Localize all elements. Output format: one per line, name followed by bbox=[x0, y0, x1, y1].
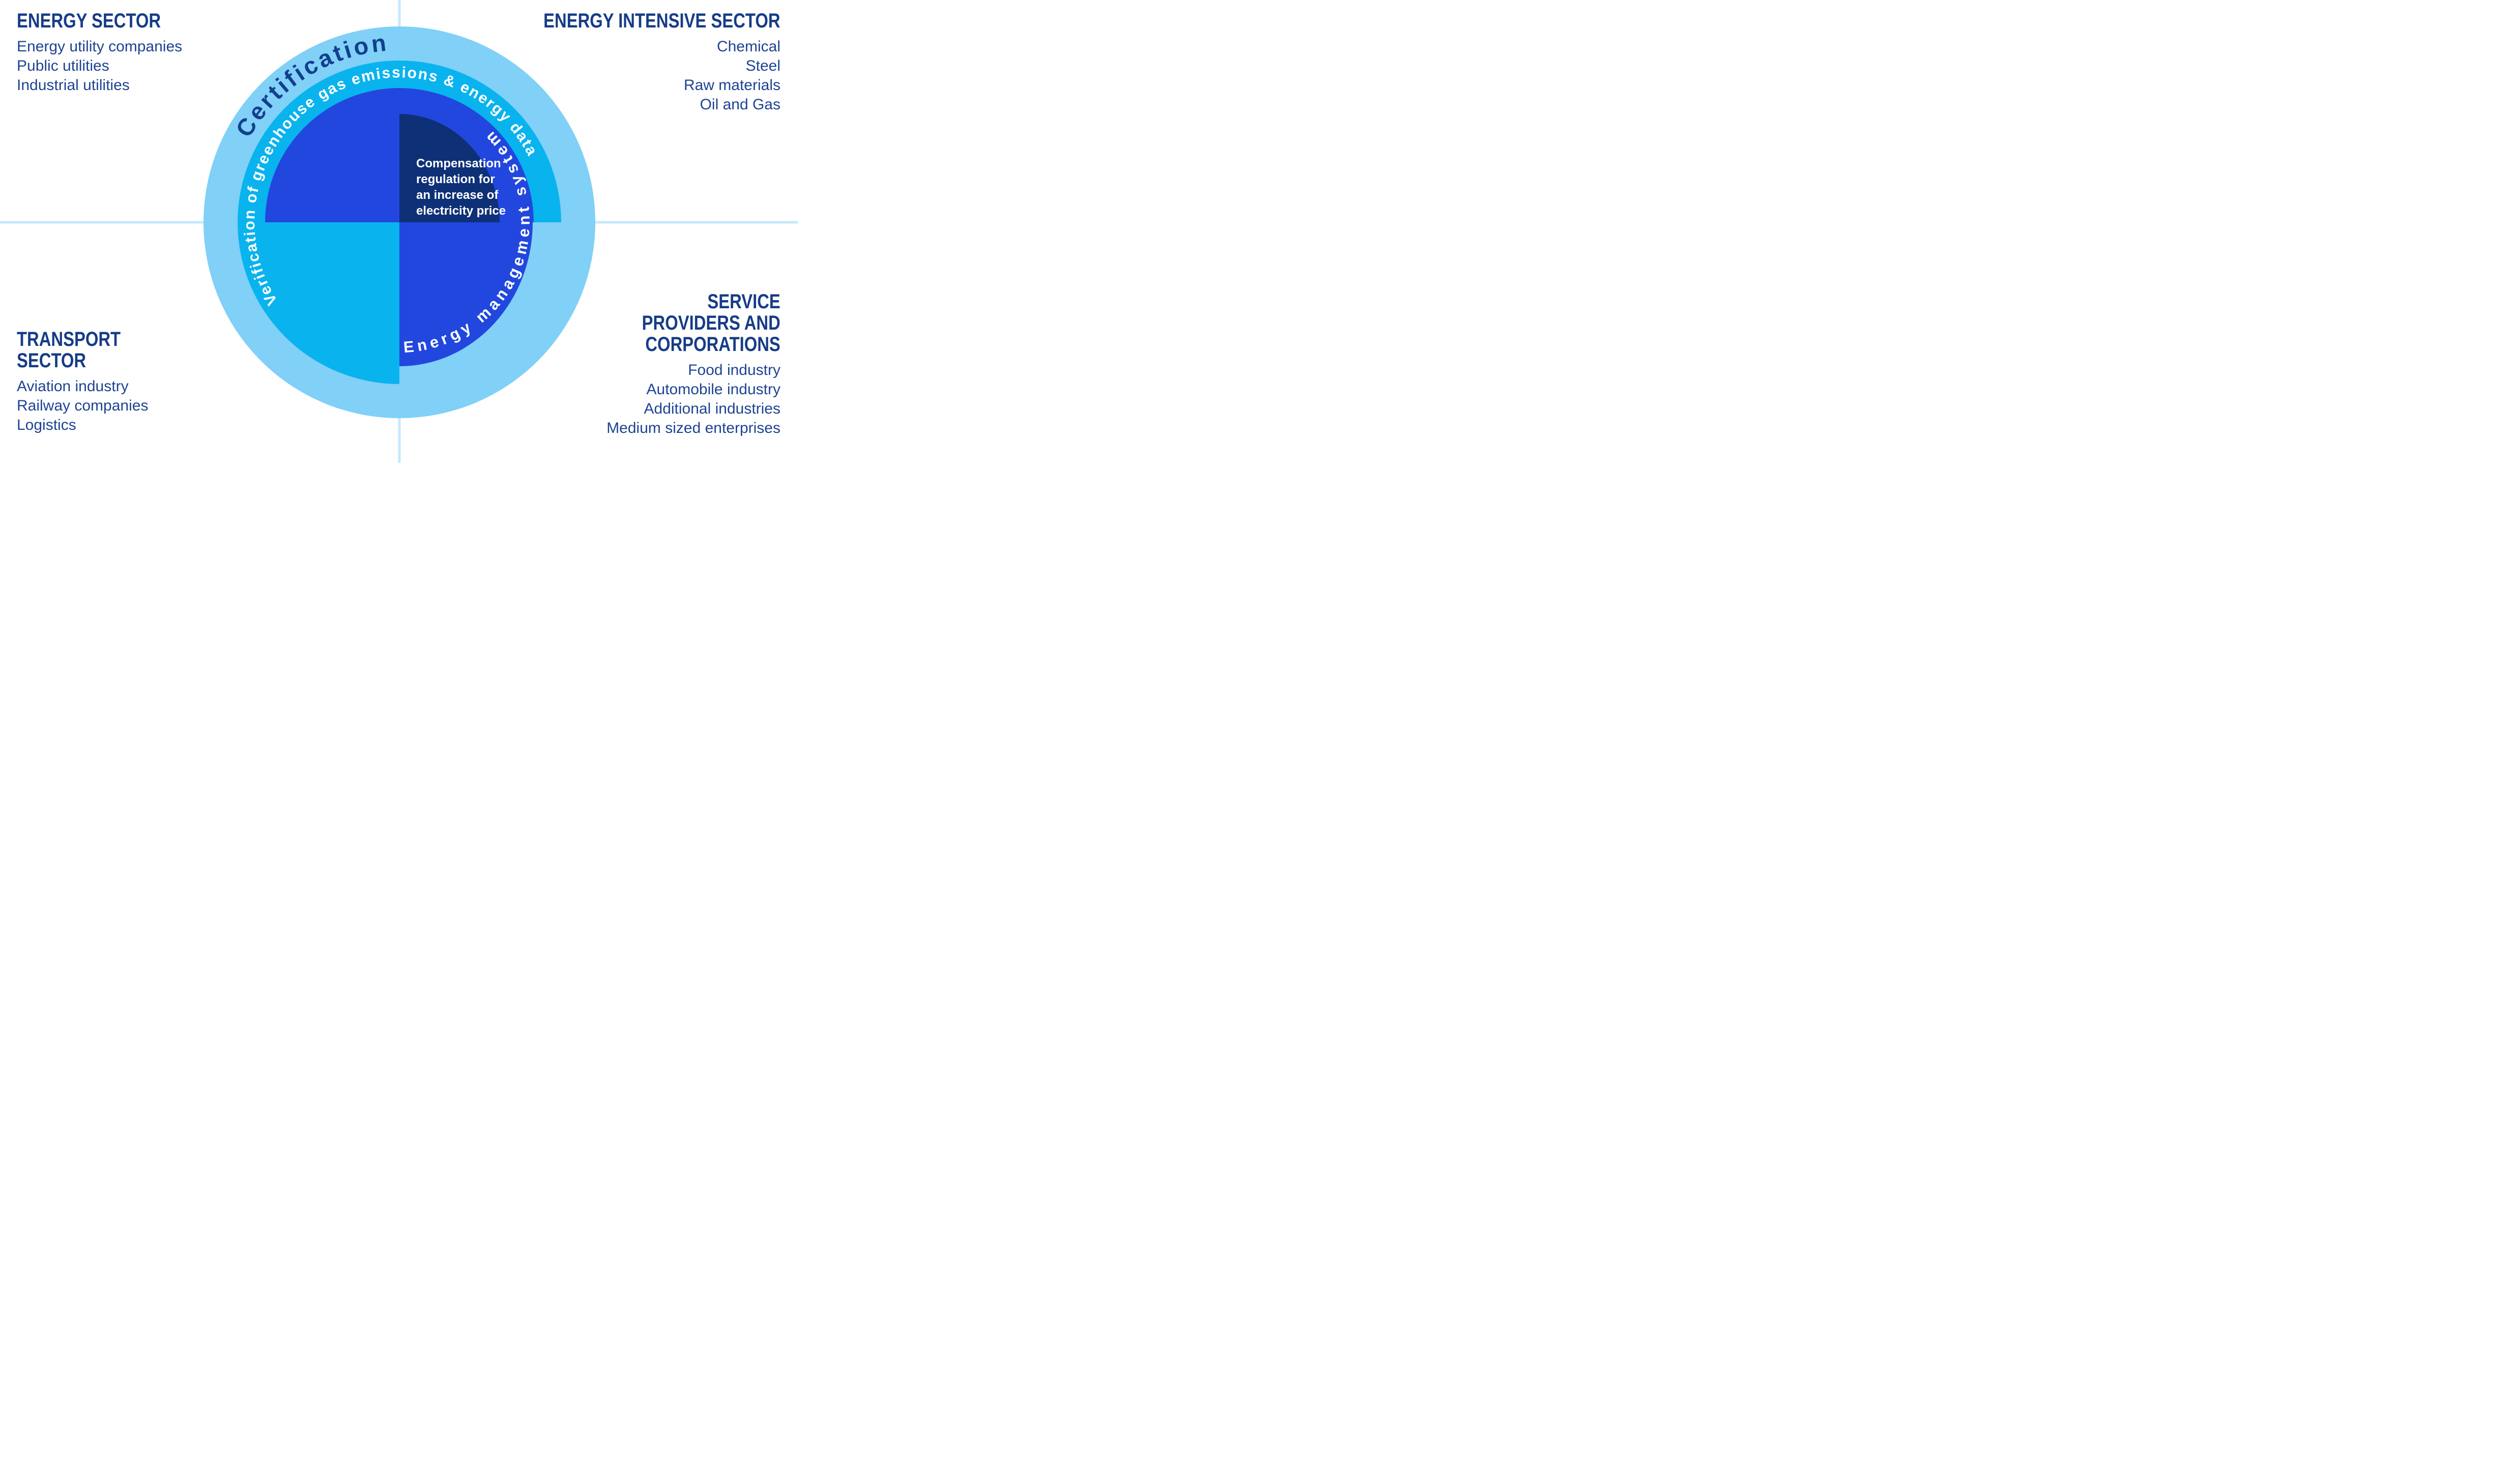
sector-service-items: Food industry Automobile industry Additi… bbox=[606, 361, 780, 438]
crosshair-line-top bbox=[398, 0, 401, 26]
center-text-line: electricity price bbox=[416, 204, 506, 218]
center-compensation-text: Compensation regulation for an increase … bbox=[416, 156, 518, 219]
sector-energy-intensive-title: ENERGY INTENSIVE SECTOR bbox=[543, 10, 780, 32]
sector-transport: TRANSPORT SECTOR Aviation industry Railw… bbox=[17, 329, 148, 435]
sector-transport-items: Aviation industry Railway companies Logi… bbox=[17, 377, 148, 435]
sector-item: Public utilities bbox=[17, 57, 109, 74]
sector-energy-title: ENERGY SECTOR bbox=[17, 10, 161, 32]
crosshair-line-right bbox=[595, 221, 798, 224]
sector-service-title-line: PROVIDERS AND bbox=[642, 312, 780, 334]
sector-item: Aviation industry bbox=[17, 378, 129, 395]
compensation-quarter-disc bbox=[399, 114, 500, 222]
sector-energy-intensive-items: Chemical Steel Raw materials Oil and Gas bbox=[491, 37, 780, 114]
quadrant-bottom-right bbox=[399, 222, 533, 366]
sector-energy: ENERGY SECTOR Energy utility companies P… bbox=[17, 10, 192, 95]
sector-item: Additional industries bbox=[644, 400, 781, 417]
center-text-line: regulation for bbox=[416, 172, 495, 186]
center-text-line: Compensation bbox=[416, 157, 501, 170]
sector-service-title-line: SERVICE bbox=[707, 290, 780, 313]
sector-item: Energy utility companies bbox=[17, 38, 183, 55]
sector-item: Railway companies bbox=[17, 397, 149, 414]
sector-item: Industrial utilities bbox=[17, 77, 130, 94]
sector-item: Steel bbox=[745, 57, 780, 74]
sector-item: Oil and Gas bbox=[700, 96, 780, 113]
sector-energy-intensive: ENERGY INTENSIVE SECTOR Chemical Steel R… bbox=[491, 10, 780, 114]
sector-energy-items: Energy utility companies Public utilitie… bbox=[17, 37, 192, 95]
sector-item: Logistics bbox=[17, 417, 76, 433]
sector-item: Chemical bbox=[716, 38, 780, 55]
sector-item: Food industry bbox=[688, 362, 780, 378]
sector-item: Automobile industry bbox=[646, 381, 780, 398]
center-text-line: an increase of bbox=[416, 188, 499, 202]
infographic-stage: Verification of greenhouse gas emissions… bbox=[0, 0, 798, 463]
sector-item: Raw materials bbox=[683, 77, 780, 94]
crosshair-line-left bbox=[0, 221, 204, 224]
sector-item: Medium sized enterprises bbox=[606, 420, 780, 436]
circular-diagram: Verification of greenhouse gas emissions… bbox=[0, 0, 798, 463]
sector-service: SERVICE PROVIDERS AND CORPORATIONS Food … bbox=[606, 291, 780, 438]
quadrant-top-left bbox=[265, 88, 399, 222]
crosshair-line-bottom bbox=[398, 418, 401, 463]
sector-transport-title-line: SECTOR bbox=[17, 349, 86, 372]
sector-transport-title-line: TRANSPORT bbox=[17, 328, 121, 350]
sector-service-title-line: CORPORATIONS bbox=[645, 333, 780, 356]
